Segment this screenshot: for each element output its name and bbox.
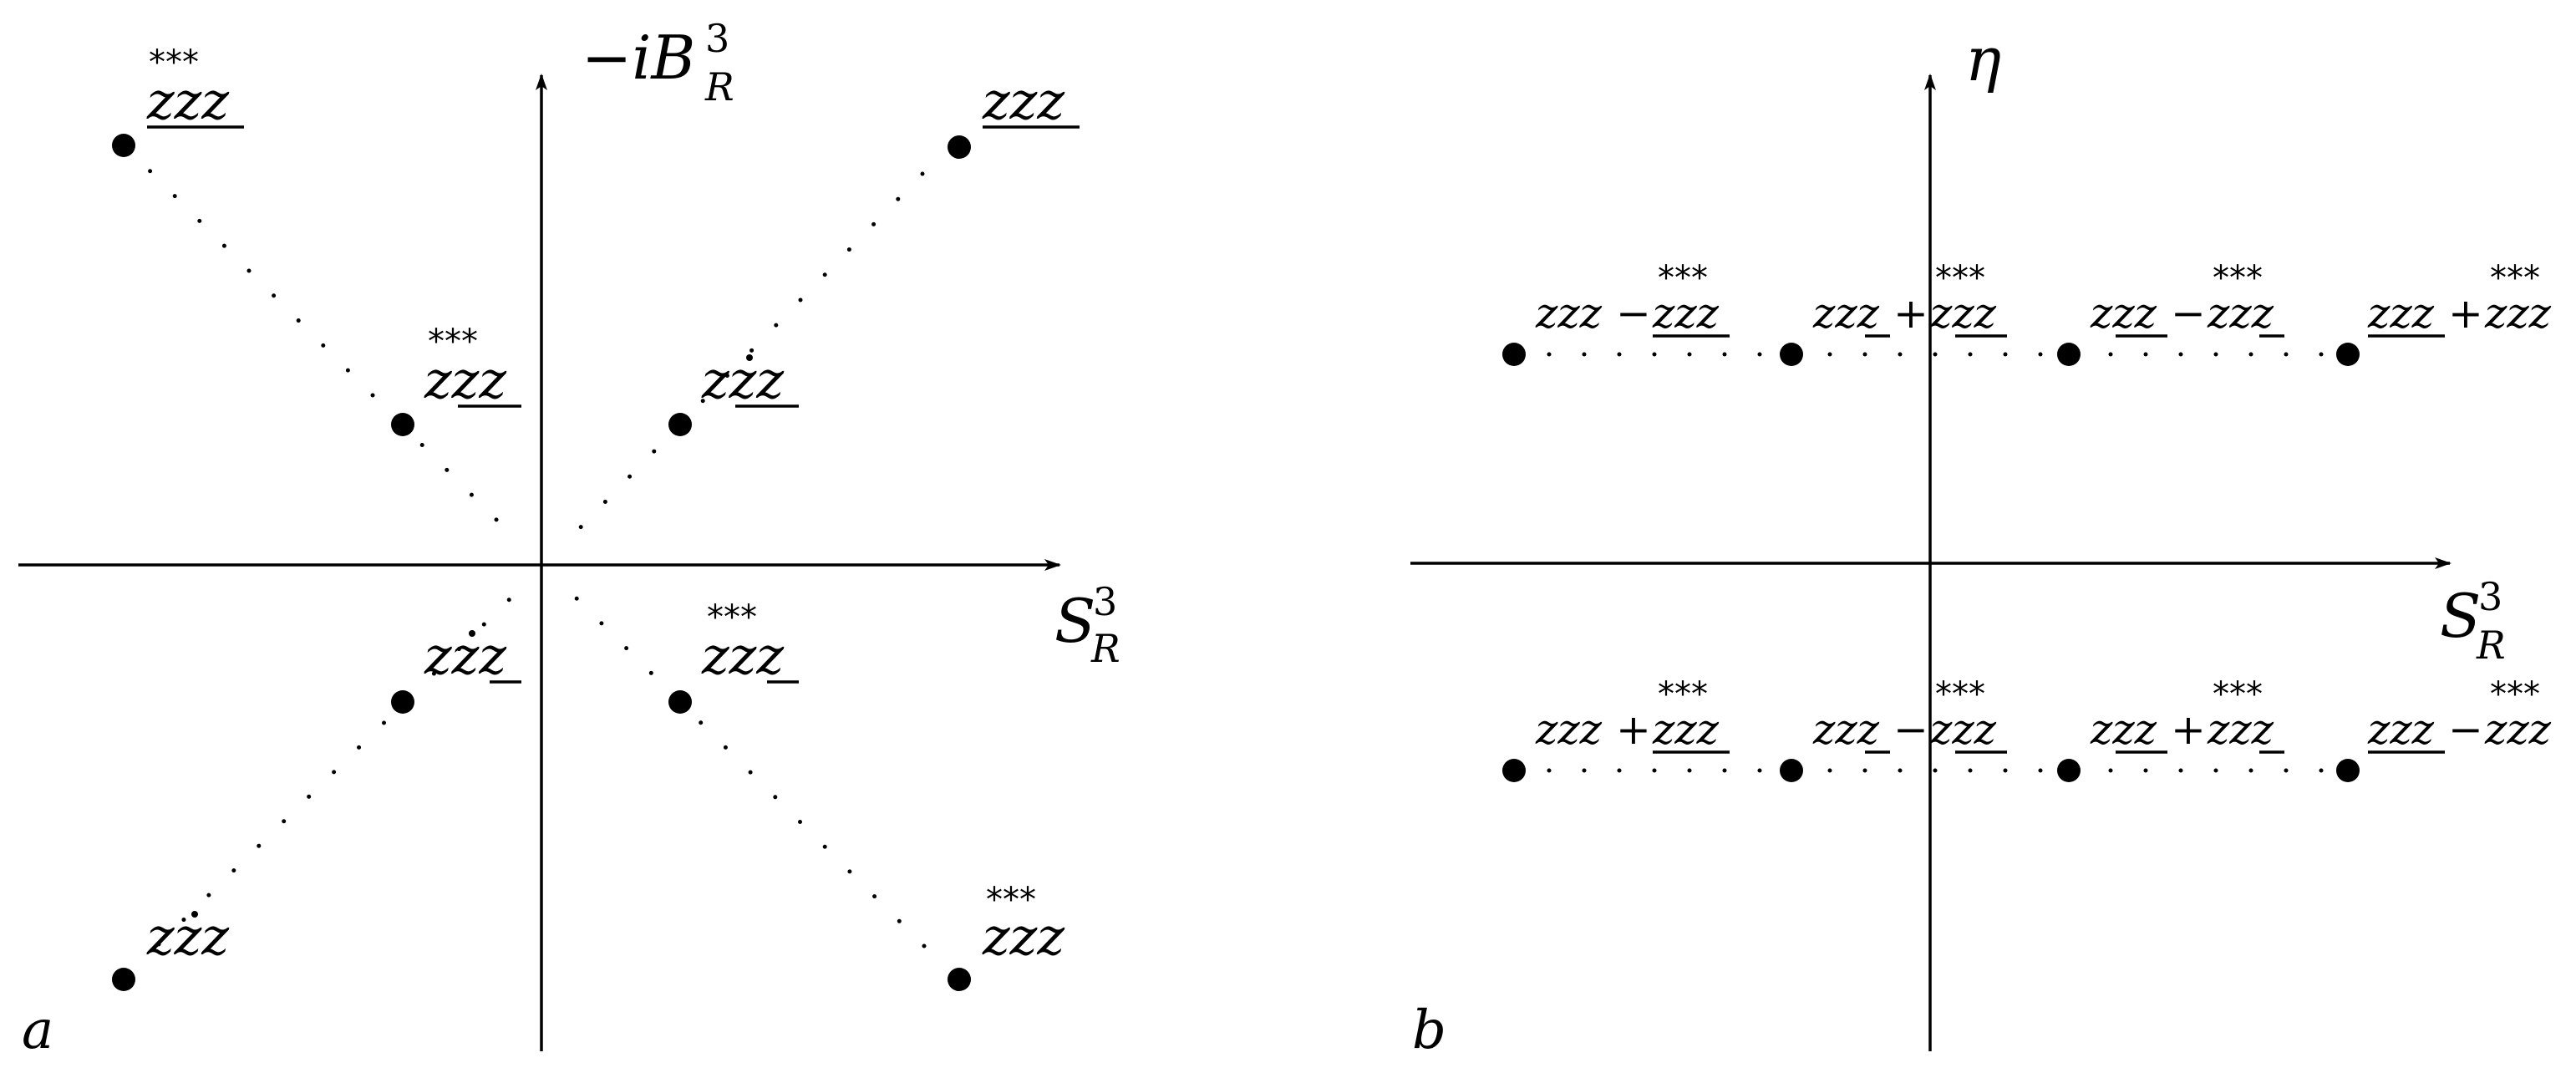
panel-b-label-b5-op: + bbox=[1616, 705, 1651, 754]
panel-b-label-b1-left: zzz bbox=[1535, 289, 1603, 338]
panel-a-x-axis-label-sup: 3 bbox=[1093, 579, 1117, 624]
panel-a-dotted-line-lower-right bbox=[574, 596, 927, 948]
panel-b-x-axis-label-sup: 3 bbox=[2478, 574, 2502, 619]
panel-a-stars-a1: *** bbox=[149, 43, 199, 82]
panel-b-label-b2-left: zzz bbox=[1812, 289, 1880, 338]
panel-b-label-b6-op: − bbox=[1893, 705, 1928, 754]
panel-b-label: b bbox=[1412, 999, 1446, 1061]
panel-b-label-b3-op: − bbox=[2171, 289, 2206, 338]
panel-a-label-a6: zzz bbox=[701, 625, 784, 686]
panel-a-vertex-a7 bbox=[112, 968, 135, 991]
panel-b-vertex-b5 bbox=[1502, 759, 1526, 782]
panel-b-stars-b1: *** bbox=[1658, 259, 1708, 298]
panel-a-label-a3: zzz bbox=[701, 349, 784, 410]
panel-a-vertex-a1 bbox=[112, 134, 135, 157]
panel-b-label-b8-left: zzz bbox=[2367, 705, 2435, 754]
panel-b-label-b7-right: zzz bbox=[2207, 705, 2274, 754]
panel-a-label-a7: zzz bbox=[146, 906, 229, 967]
panel-b-label-b8-op: − bbox=[2448, 705, 2483, 754]
panel-b-label-b4-right: zzz bbox=[2484, 289, 2552, 338]
panel-a-vertex-a6 bbox=[668, 690, 692, 714]
panel-a-dot-accent-a7 bbox=[191, 911, 198, 918]
panel-b-vertex-b2 bbox=[1780, 343, 1803, 366]
panel-b-stars-b2: *** bbox=[1935, 259, 1985, 298]
panel-b-stars-b3: *** bbox=[2213, 259, 2263, 298]
panel-b-y-axis-label: η bbox=[1965, 24, 2001, 94]
panel-b-vertex-b1 bbox=[1502, 343, 1526, 366]
panel-a-vertex-a4 bbox=[948, 135, 971, 159]
panel-b-vertex-b8 bbox=[2336, 759, 2360, 782]
panel-b-stars-b4: *** bbox=[2490, 259, 2540, 298]
panel-b-label-b6-right: zzz bbox=[1929, 705, 1997, 754]
panel-a-stars-a8: *** bbox=[986, 881, 1036, 919]
panel-b-label-b2-op: + bbox=[1893, 289, 1928, 338]
panel-b-label-b4-op: + bbox=[2448, 289, 2483, 338]
panel-a-y-axis-label-main: −iB bbox=[582, 23, 695, 93]
panel-b-label-b4-left: zzz bbox=[2367, 289, 2435, 338]
panel-a-vertex-a5 bbox=[391, 690, 414, 714]
panel-b-label-b7-op: + bbox=[2171, 705, 2206, 754]
panel-b-x-axis-label-sub: R bbox=[2476, 623, 2506, 668]
panel-a-label-a5: zzz bbox=[424, 625, 506, 686]
panel-a-dot-accent-a3 bbox=[746, 354, 753, 361]
panel-a-label-a8: zzz bbox=[982, 906, 1064, 967]
panel-b-label-b2-right: zzz bbox=[1929, 289, 1997, 338]
panel-b-label-b7-left: zzz bbox=[2090, 705, 2157, 754]
panel-b-label-b3-left: zzz bbox=[2090, 289, 2157, 338]
panel-a-vertex-a3 bbox=[668, 413, 692, 436]
panel-b-x-axis-label: S 3 R bbox=[2440, 574, 2506, 668]
panel-b-vertex-b6 bbox=[1780, 759, 1803, 782]
panel-a-label: a bbox=[22, 999, 53, 1061]
panel-b-stars-b5: *** bbox=[1658, 675, 1708, 714]
panel-a-label-a1: zzz bbox=[146, 70, 229, 131]
panel-b-label-b5-right: zzz bbox=[1652, 705, 1720, 754]
panel-b-label-b3-right: zzz bbox=[2207, 289, 2274, 338]
panel-a-y-axis-label-sub: R bbox=[704, 64, 734, 109]
panel-a-label-a2: zzz bbox=[424, 349, 506, 410]
panel-a-dotted-line-upper-left bbox=[123, 144, 514, 537]
panel-b-stars-b7: *** bbox=[2213, 675, 2263, 714]
panel-a-y-axis-label-sup: 3 bbox=[705, 16, 729, 61]
panel-b-vertex-b4 bbox=[2336, 343, 2360, 366]
panel-a: *** zzz *** zzz zzz zzz zzz *** zzz zzz … bbox=[18, 16, 1120, 1061]
panel-a-dotted-line-lower-left bbox=[156, 595, 514, 947]
panel-b-label-b5-left: zzz bbox=[1535, 705, 1603, 754]
panel-a-stars-a6: *** bbox=[707, 598, 757, 637]
panel-a-y-axis-label: −iB 3 R bbox=[582, 16, 734, 109]
panel-b-vertex-b7 bbox=[2057, 759, 2081, 782]
panel-b-x-axis-label-main: S bbox=[2440, 581, 2481, 651]
panel-b-label-b8-right: zzz bbox=[2484, 705, 2552, 754]
panel-a-x-axis-label-sub: R bbox=[1090, 626, 1120, 671]
panel-b-label-b1-right: zzz bbox=[1652, 289, 1720, 338]
panel-b-label-b1-op: − bbox=[1616, 289, 1651, 338]
panel-b-stars-b6: *** bbox=[1935, 675, 1985, 714]
panel-a-x-axis-label: S 3 R bbox=[1054, 579, 1120, 671]
panel-a-stars-a2: *** bbox=[428, 323, 478, 361]
panel-a-vertex-a8 bbox=[948, 968, 971, 991]
panel-b-label-b6-left: zzz bbox=[1812, 705, 1880, 754]
panel-a-x-axis-label-main: S bbox=[1054, 586, 1095, 656]
panel-b-stars-b8: *** bbox=[2490, 675, 2540, 714]
panel-b-vertex-b3 bbox=[2057, 343, 2081, 366]
panel-a-vertex-a2 bbox=[391, 413, 414, 436]
panel-b: zzz − *** zzz zzz + *** zzz zzz − *** zz… bbox=[1410, 24, 2552, 1061]
panel-a-dot-accent-a5 bbox=[469, 630, 475, 637]
panel-a-label-a4: zzz bbox=[982, 70, 1064, 131]
